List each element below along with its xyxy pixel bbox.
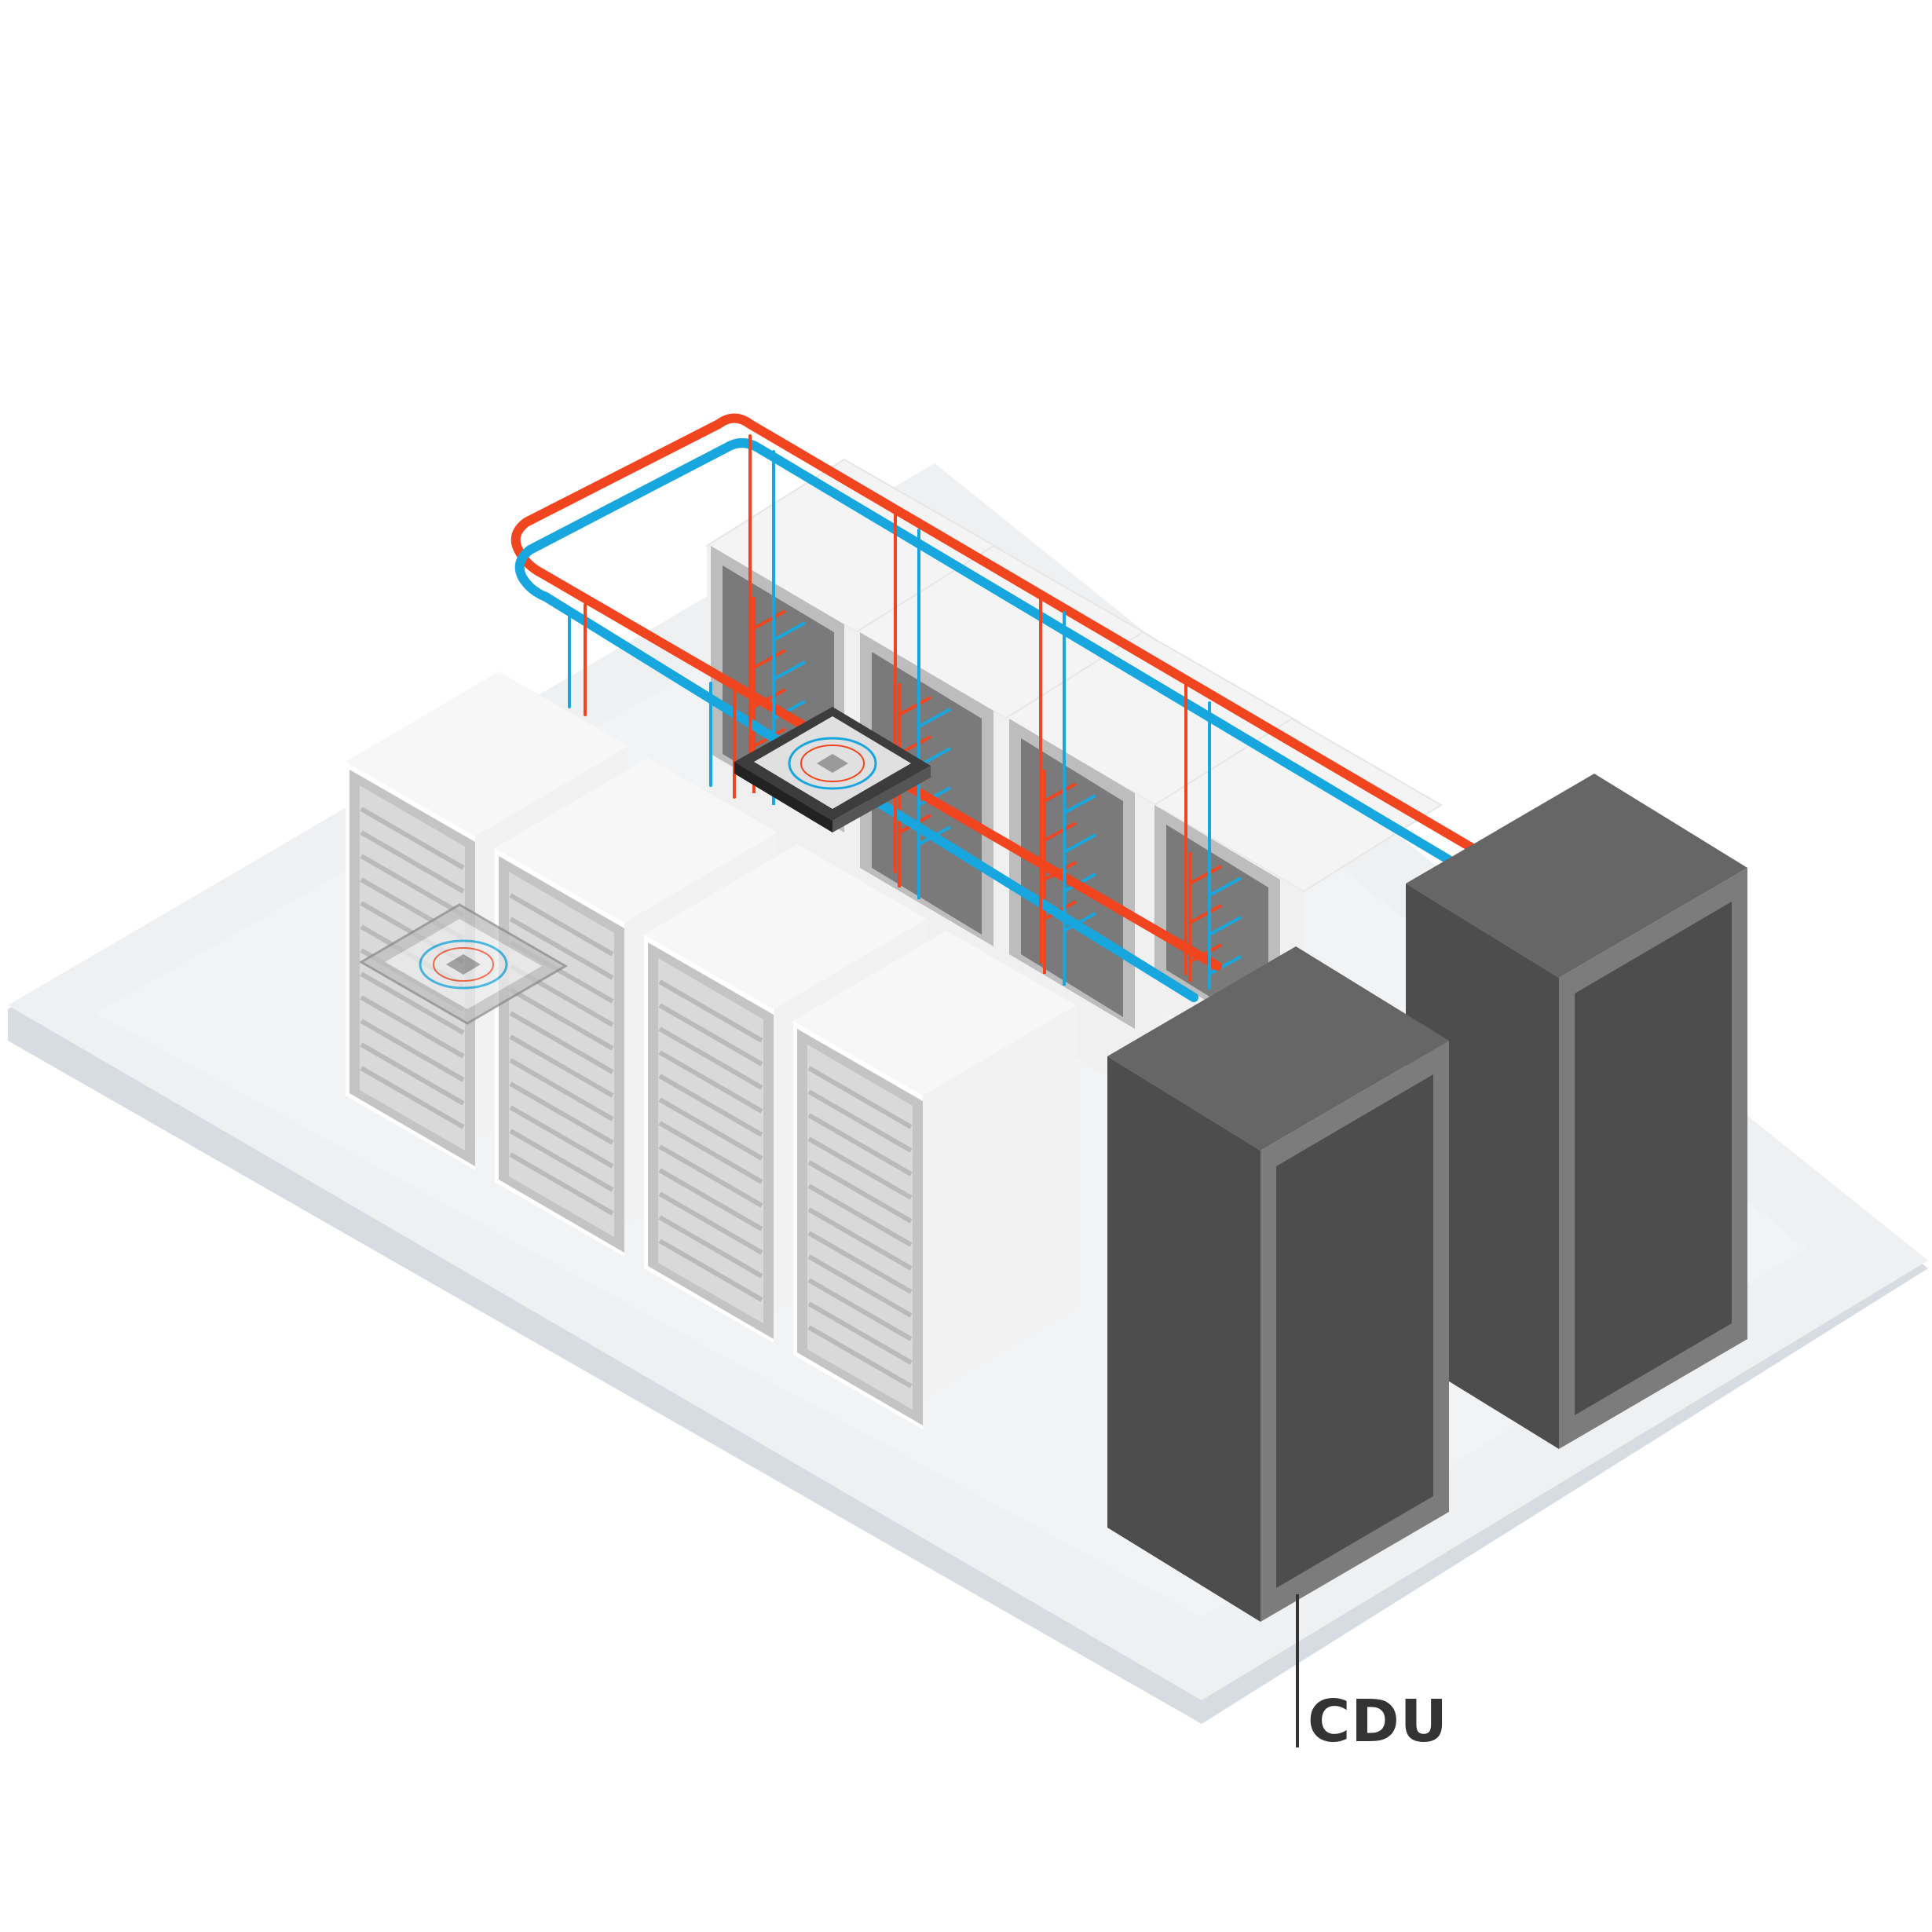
cdu-label: CDU <box>1308 1688 1448 1755</box>
cold-plate-chip <box>734 707 931 832</box>
cdu-front-panel <box>1276 1074 1433 1588</box>
cdu-units <box>1107 774 1747 1747</box>
front-rack-top <box>644 844 927 1009</box>
cdu-top <box>1107 946 1449 1151</box>
cdu-left-side <box>1107 1056 1261 1622</box>
cdu-top <box>1406 774 1747 978</box>
front-rack-top <box>346 671 628 836</box>
hot-supply-line <box>510 413 1477 971</box>
front-rack-top <box>793 931 1076 1096</box>
pipe-drops <box>568 434 1211 987</box>
cdu-front-panel <box>1575 902 1732 1415</box>
front-cold-plate-chip <box>359 903 568 1025</box>
cold-return-line <box>514 438 1454 1002</box>
cooling-pipe-loop <box>510 413 1477 1002</box>
front-rack-top <box>495 758 778 923</box>
front-rack-row <box>346 671 1076 1429</box>
front-rack-side <box>923 1005 1076 1398</box>
